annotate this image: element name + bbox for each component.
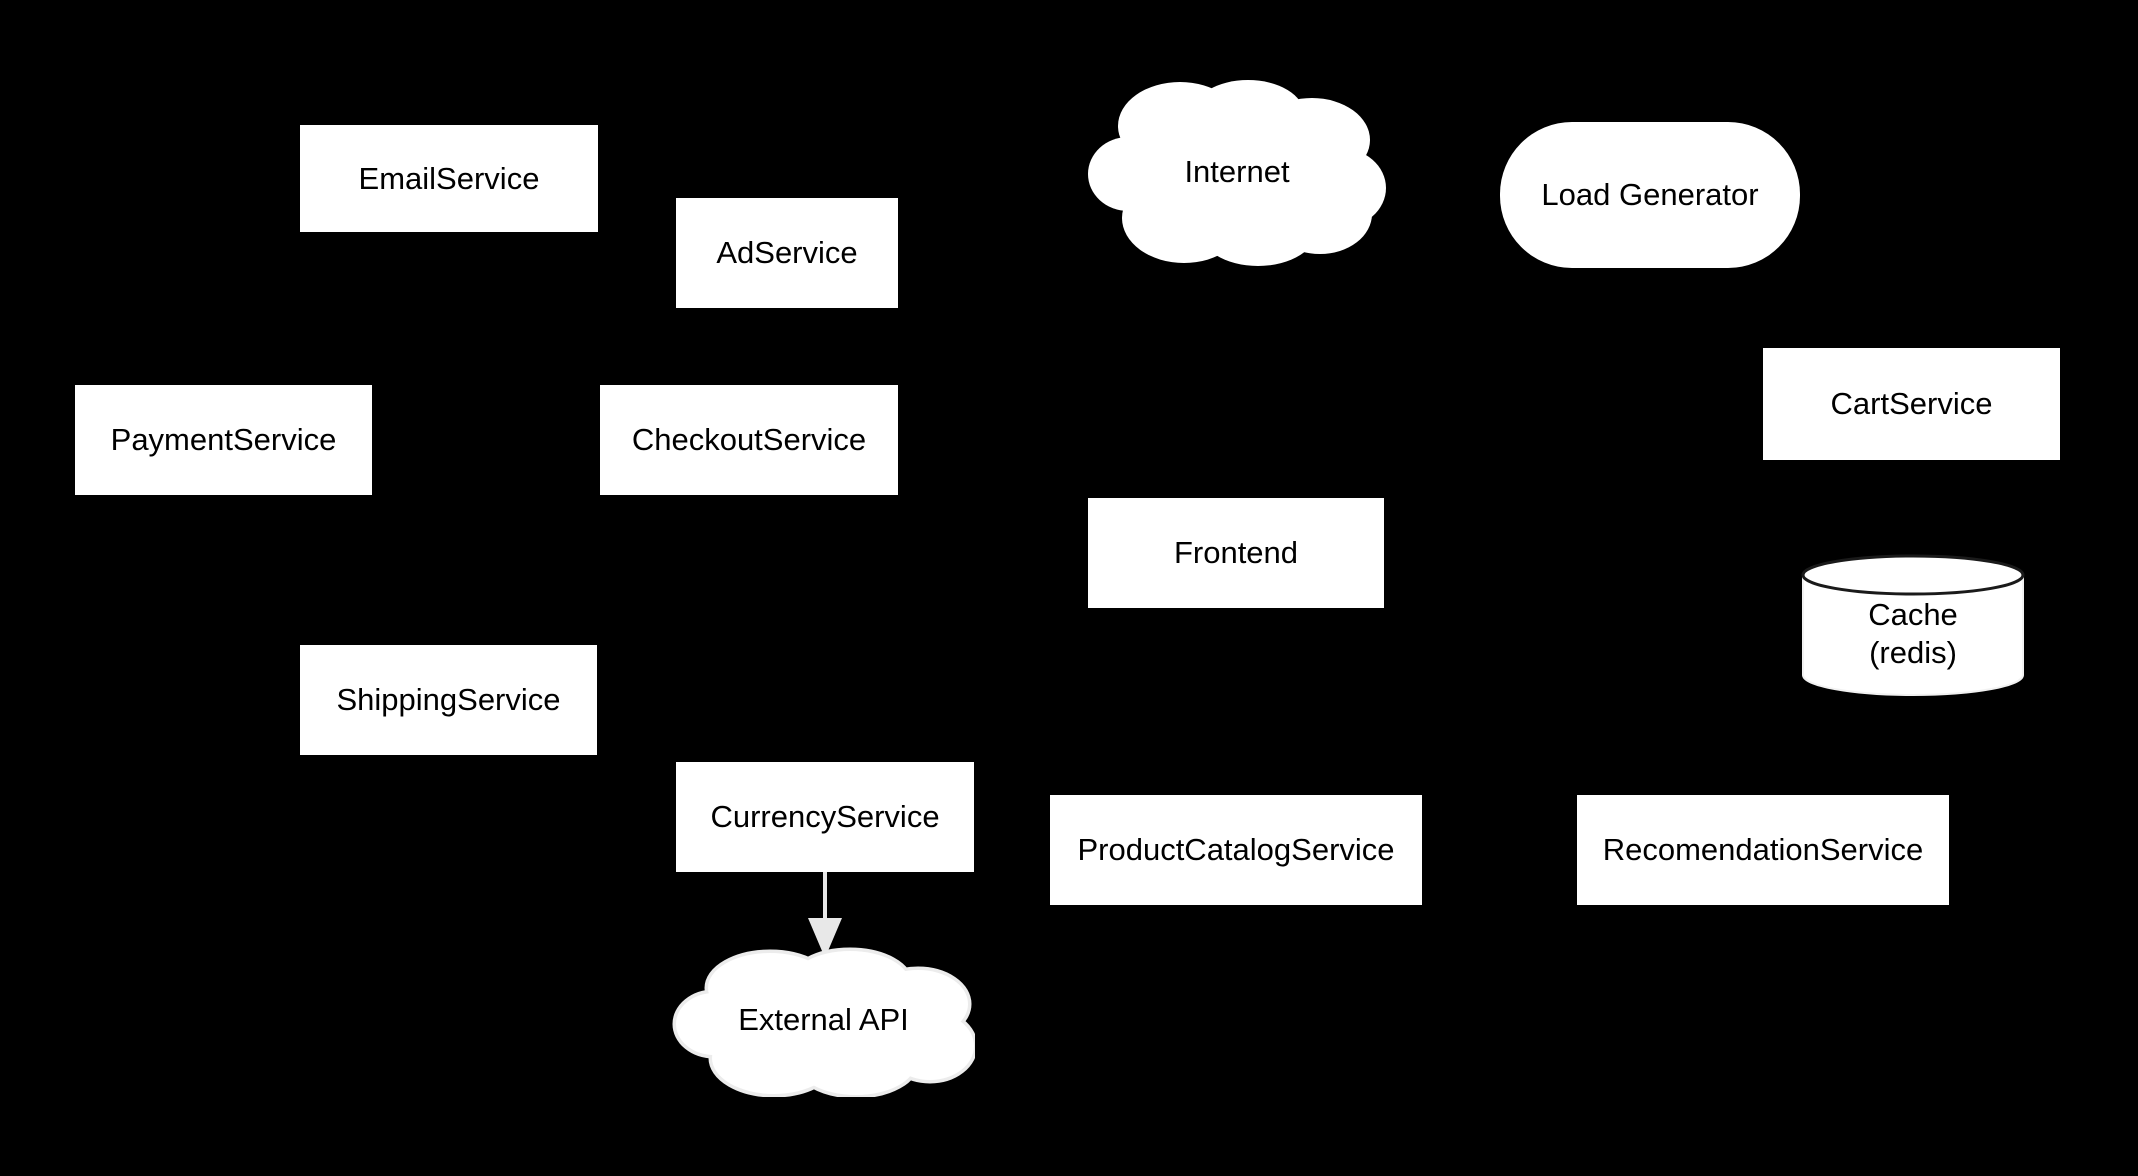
node-shippingservice-label: ShippingService xyxy=(336,682,561,718)
node-recomendationservice[interactable]: RecomendationService xyxy=(1577,795,1949,905)
node-adservice-label: AdService xyxy=(716,235,858,271)
node-currencyservice-label: CurrencyService xyxy=(710,799,940,835)
node-externalapi[interactable]: External API xyxy=(672,942,975,1097)
database-cylinder-icon xyxy=(1801,554,2025,696)
node-cartservice-label: CartService xyxy=(1830,386,1993,422)
node-loadgenerator[interactable]: Load Generator xyxy=(1500,122,1800,268)
node-checkoutservice-label: CheckoutService xyxy=(631,422,867,458)
node-checkoutservice[interactable]: CheckoutService xyxy=(600,385,898,495)
cloud-icon xyxy=(672,947,975,1097)
node-frontend[interactable]: Frontend xyxy=(1088,498,1384,608)
node-cache[interactable]: Cache (redis) xyxy=(1800,553,2026,697)
node-paymentservice-label: PaymentService xyxy=(110,422,337,458)
node-productcatalogservice[interactable]: ProductCatalogService xyxy=(1050,795,1422,905)
node-recomendationservice-label: RecomendationService xyxy=(1602,832,1924,868)
node-emailservice-label: EmailService xyxy=(358,160,540,196)
node-emailservice[interactable]: EmailService xyxy=(300,125,598,232)
node-productcatalogservice-label: ProductCatalogService xyxy=(1077,832,1395,868)
node-internet[interactable]: Internet xyxy=(1088,78,1386,266)
node-adservice[interactable]: AdService xyxy=(676,198,898,308)
node-shippingservice[interactable]: ShippingService xyxy=(300,645,597,755)
node-loadgenerator-label: Load Generator xyxy=(1541,177,1759,213)
node-frontend-label: Frontend xyxy=(1173,535,1299,571)
node-cartservice[interactable]: CartService xyxy=(1763,348,2060,460)
cloud-icon xyxy=(1088,80,1386,266)
node-paymentservice[interactable]: PaymentService xyxy=(75,385,372,495)
node-currencyservice[interactable]: CurrencyService xyxy=(676,762,974,872)
